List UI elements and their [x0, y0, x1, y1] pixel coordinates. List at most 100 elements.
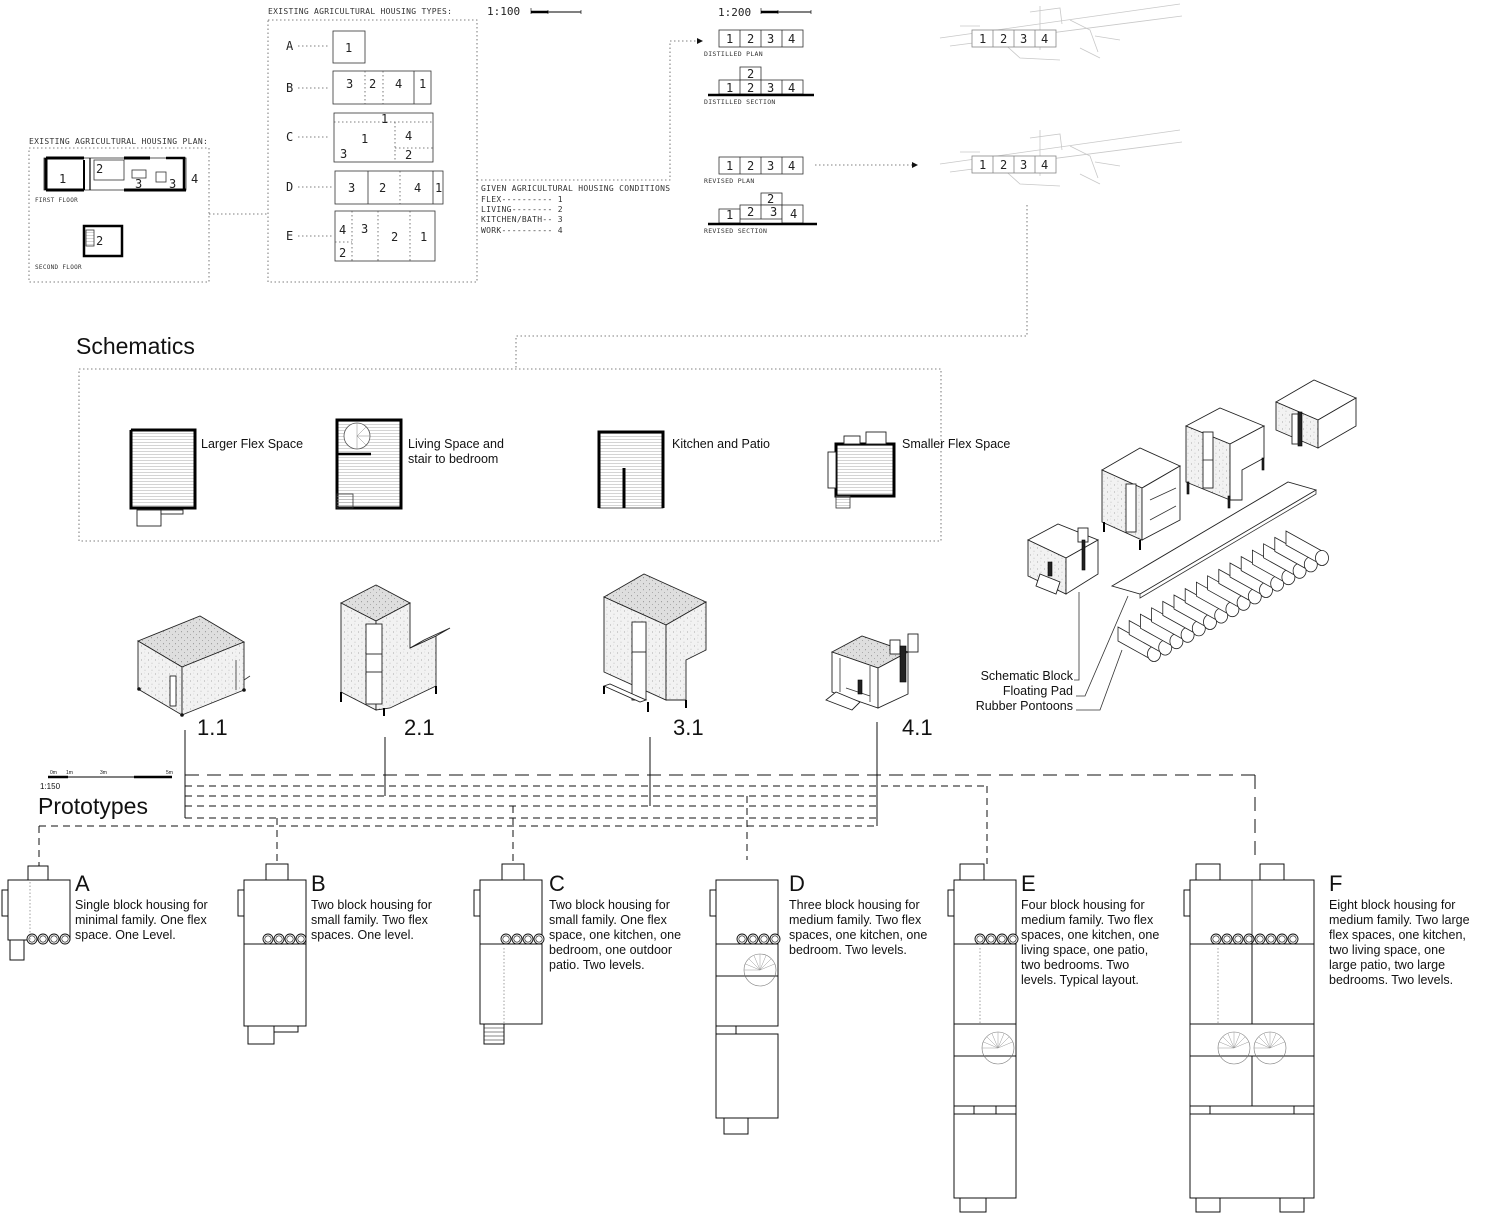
plan-e-pontoon — [1009, 935, 1017, 943]
spiral-stair-tread — [1233, 1036, 1246, 1049]
plan-e-side — [947, 889, 955, 917]
ghost-top-1: 1 — [979, 32, 986, 46]
plan-f-flex-2 — [1189, 1113, 1315, 1199]
plan-a-pontoon — [59, 933, 71, 945]
distilled-panel: 1:200 1 2 3 4 DISTILLED PLAN 2 1 2 — [704, 6, 814, 106]
plan-f-patio-1 — [1189, 1055, 1253, 1107]
conditions-line-1: FLEX---------- 1 — [481, 195, 563, 204]
plan-f-pontoon — [1287, 933, 1299, 945]
plan-d-side — [709, 889, 717, 917]
plan-e-flex-2 — [953, 1113, 1017, 1199]
exploded-block-left — [1101, 447, 1181, 550]
schematic-kitchen-patio: Kitchen and Patio — [597, 430, 770, 509]
type-letter-e: E — [286, 229, 293, 243]
prototype-d-line-4: bedroom. Two levels. — [789, 943, 907, 957]
plan-a-pontoon — [39, 935, 47, 943]
spiral-stair-tread — [1263, 1033, 1271, 1049]
plan-d-step — [723, 1117, 749, 1135]
prototype-b-description: B Two block housing for small family. Tw… — [311, 871, 432, 942]
revised-section-label: REVISED SECTION — [704, 227, 767, 235]
type-e-number-3: 3 — [361, 222, 368, 236]
plan-c-entry — [501, 863, 525, 881]
first-floor-label: FIRST FLOOR — [35, 197, 78, 204]
prototype-f-line-2: medium family. Two large — [1329, 913, 1470, 927]
prototype-c-line-3: space, one kitchen, one — [549, 928, 681, 942]
type-c-number-3: 3 — [340, 147, 347, 161]
plan-b-flex-2 — [243, 943, 307, 1027]
distilled-plan-2: 2 — [747, 32, 754, 46]
prototype-c-line-4: bedroom, one outdoor — [549, 943, 672, 957]
revised-panel: 1 2 3 4 REVISED PLAN 1 2 3 2 4 REVISED S… — [704, 156, 918, 235]
distilled-section-1: 1 — [726, 81, 733, 95]
plan-d-pontoon — [771, 935, 779, 943]
label-schematic-block: Schematic Block — [981, 669, 1074, 683]
ghost-bottom-2: 2 — [1000, 158, 1007, 172]
type-c-number-2: 2 — [405, 148, 412, 162]
iso-module-3-1: 3.1 — [602, 573, 707, 740]
type-d-number-1: 1 — [435, 181, 442, 195]
iso-label-2-1: 2.1 — [404, 715, 435, 740]
plan-e-pontoon — [996, 933, 1008, 945]
spiral-stair-tread — [748, 958, 761, 971]
plan-b-flex-1 — [243, 879, 307, 945]
plan-c-pontoon — [524, 935, 532, 943]
prototype-plans — [1, 863, 1315, 1213]
plan-c-pontoon — [500, 933, 512, 945]
housing-types-scale: 1:100 — [487, 5, 520, 18]
prototype-e-line-6: levels. Typical layout. — [1021, 973, 1139, 987]
plan-e-pontoon — [985, 933, 997, 945]
plan-b-entry — [265, 863, 289, 881]
schematic-label-2a: Living Space and — [408, 437, 504, 451]
revised-plan: 1 2 3 4 — [718, 156, 804, 175]
plan-f-pontoon — [1243, 933, 1255, 945]
distilled-section-top: 2 — [747, 67, 754, 81]
schematic-label-4: Smaller Flex Space — [902, 437, 1010, 451]
type-letter-b: B — [286, 81, 293, 95]
plan-f-kitchen — [1189, 943, 1253, 1025]
type-d-number-2: 2 — [379, 181, 386, 195]
plan-f-entry-2 — [1259, 863, 1285, 881]
plan-f-pontoon — [1212, 935, 1220, 943]
conditions-line-4: WORK---------- 4 — [481, 226, 563, 235]
plan-e-pontoon — [987, 935, 995, 943]
exploded-block-small — [1026, 523, 1100, 595]
prototypes-scale: 1:150 — [40, 782, 61, 791]
scale-bar-100 — [530, 8, 582, 14]
spiral-stair-tread — [753, 955, 761, 971]
plan-b-pontoon — [264, 935, 272, 943]
revised-section-4: 4 — [790, 207, 797, 221]
spiral-stair-tread — [1255, 1041, 1271, 1049]
plan-c-side — [473, 889, 481, 917]
prototype-d-line-1: Three block housing for — [789, 898, 920, 912]
plan-e-connector — [953, 1105, 975, 1115]
ff-number-1: 1 — [59, 172, 66, 186]
type-e-number-2: 2 — [391, 230, 398, 244]
ghost-top-2: 2 — [1000, 32, 1007, 46]
plan-d-flex-2 — [715, 1033, 779, 1119]
plan-b-step — [247, 1025, 275, 1045]
existing-plan-panel: EXISTING AGRICULTURAL HOUSING PLAN: 1 2 … — [28, 137, 210, 283]
plan-e-pontoon — [998, 935, 1006, 943]
plan-f-patio-2 — [1251, 1055, 1315, 1107]
plan-c-pontoon — [511, 933, 523, 945]
spiral-stair-tread — [1219, 1041, 1235, 1049]
prototype-f-description: F Eight block housing for medium family.… — [1329, 871, 1470, 987]
housing-types-panel: EXISTING AGRICULTURAL HOUSING TYPES: 1:1… — [267, 5, 582, 283]
type-letter-a: A — [286, 39, 294, 53]
schematic-label-2b: stair to bedroom — [408, 452, 498, 466]
plan-e-kitchen — [953, 943, 1017, 1025]
iso-module-2-1: 2.1 — [340, 584, 451, 740]
plan-a-pontoon — [37, 933, 49, 945]
prototype-c-line-5: patio. Two levels. — [549, 958, 645, 972]
iso-label-3-1: 3.1 — [673, 715, 704, 740]
schematics-frame — [78, 368, 942, 542]
type-b-number-2: 2 — [369, 77, 376, 91]
plan-b-pontoon — [295, 933, 307, 945]
plan-f-pontoon — [1232, 933, 1244, 945]
conditions-title: GIVEN AGRICULTURAL HOUSING CONDITIONS — [481, 184, 670, 193]
plan-c-pontoon — [522, 933, 534, 945]
prototype-e-line-3: spaces, one kitchen, one — [1021, 928, 1159, 942]
distilled-plan-label: DISTILLED PLAN — [704, 50, 763, 58]
plan-e-connector-2 — [995, 1105, 1017, 1115]
prototype-d-description: D Three block housing for medium family.… — [789, 871, 927, 957]
